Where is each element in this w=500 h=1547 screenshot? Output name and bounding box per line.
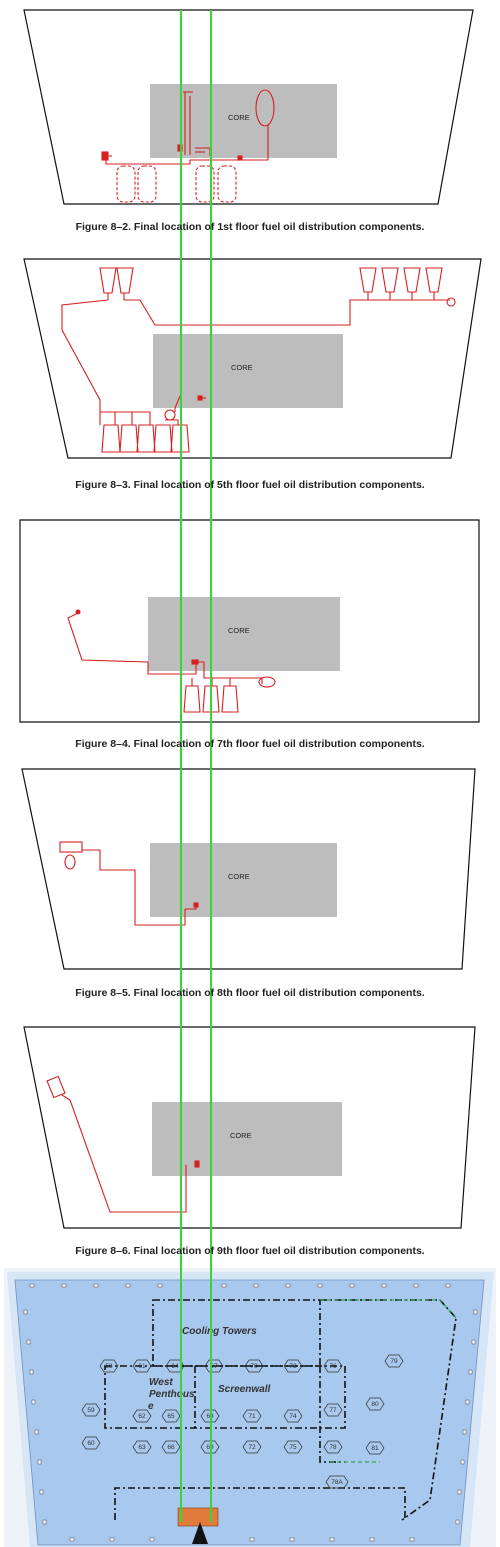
floor-7-core-label: CORE	[228, 626, 250, 635]
num-78a: 78A	[331, 1479, 343, 1486]
floor-9-fuel-piping	[46, 1075, 200, 1213]
marker-68	[200, 1409, 220, 1423]
figure-8-2-caption: Figure 8–2. Final location of 1st floor …	[75, 221, 425, 233]
floor-5-plan: CORE	[23, 258, 482, 459]
num-71: 71	[248, 1413, 256, 1420]
label-cooling-towers: Cooling Towers	[182, 1326, 257, 1337]
floor-5-bottom-tanks	[101, 424, 190, 453]
marker-77	[323, 1403, 343, 1417]
label-screenwall: Screenwall	[218, 1384, 270, 1395]
floor-1-fuel-piping	[101, 89, 275, 203]
marker-78	[323, 1440, 343, 1454]
floor-9-core-label: CORE	[230, 1131, 252, 1140]
marker-75	[283, 1440, 303, 1454]
marker-76	[323, 1359, 343, 1373]
marker-69	[200, 1440, 220, 1454]
floor-1-core-label: CORE	[228, 113, 250, 122]
num-75: 75	[289, 1444, 297, 1451]
marker-71	[242, 1409, 262, 1423]
figure-8-4-caption: Figure 8–4. Final location of 7th floor …	[75, 738, 425, 750]
num-80: 80	[371, 1401, 379, 1408]
num-64: 64	[171, 1363, 179, 1370]
num-78: 78	[329, 1444, 337, 1451]
num-58: 58	[105, 1363, 113, 1370]
num-70: 70	[250, 1363, 258, 1370]
floor-7-plan: CORE	[19, 519, 480, 723]
num-67: 67	[210, 1363, 218, 1370]
marker-61	[132, 1359, 152, 1373]
marker-63	[132, 1440, 152, 1454]
roof-green-boundary	[320, 1299, 457, 1463]
floor-8-plan: CORE	[21, 768, 476, 970]
num-72: 72	[248, 1444, 256, 1451]
label-penthouse: Penthous	[149, 1389, 195, 1400]
floor-5-top-tanks	[99, 267, 443, 294]
floor-5-core	[153, 334, 343, 408]
riser-termination-pad	[177, 1507, 219, 1527]
marker-81	[365, 1441, 385, 1455]
label-west: West	[149, 1377, 173, 1388]
marker-70	[244, 1359, 264, 1373]
marker-80	[365, 1397, 385, 1411]
marker-58	[99, 1359, 119, 1373]
figure-8-3-caption: Figure 8–3. Final location of 5th floor …	[75, 479, 425, 491]
floor-9-plan: CORE	[23, 1026, 476, 1229]
num-79: 79	[390, 1358, 398, 1365]
num-77: 77	[329, 1407, 337, 1414]
label-e: e	[148, 1401, 154, 1412]
num-60: 60	[87, 1440, 95, 1447]
roof-deck	[14, 1279, 485, 1546]
floor-5-core-label: CORE	[231, 363, 253, 372]
num-59: 59	[87, 1407, 95, 1414]
marker-65	[161, 1409, 181, 1423]
marker-60	[81, 1436, 101, 1450]
floor-8-core-label: CORE	[228, 872, 250, 881]
floor-5-fuel-piping	[61, 267, 456, 453]
fuel-oil-riser-lines	[180, 10, 212, 1522]
floor-8-fuel-piping	[59, 841, 199, 926]
marker-62	[132, 1409, 152, 1423]
num-74: 74	[289, 1413, 297, 1420]
num-65: 65	[167, 1413, 175, 1420]
num-73: 73	[289, 1363, 297, 1370]
num-61: 61	[138, 1363, 146, 1370]
num-66: 66	[167, 1444, 175, 1451]
floor-1-plan: CORE	[23, 9, 474, 205]
marker-59	[81, 1403, 101, 1417]
num-62: 62	[138, 1413, 146, 1420]
marker-73	[283, 1359, 303, 1373]
marker-78a	[325, 1475, 349, 1489]
marker-66	[161, 1440, 181, 1454]
marker-72	[242, 1440, 262, 1454]
num-63: 63	[138, 1444, 146, 1451]
marker-79	[384, 1354, 404, 1368]
num-81: 81	[371, 1445, 379, 1452]
entry-arrow-icon	[192, 1522, 208, 1544]
marker-67	[204, 1359, 224, 1373]
floor-9-core	[152, 1102, 342, 1176]
figure-8-6-caption: Figure 8–6. Final location of 9th floor …	[75, 1245, 425, 1257]
num-76: 76	[329, 1363, 337, 1370]
roof-plan: Cooling Towers West Penthous Screenwall …	[4, 1268, 496, 1547]
figure-8-5-caption: Figure 8–5. Final location of 8th floor …	[75, 987, 425, 999]
roof-perimeter-bolts	[23, 1283, 478, 1542]
marker-74	[283, 1409, 303, 1423]
